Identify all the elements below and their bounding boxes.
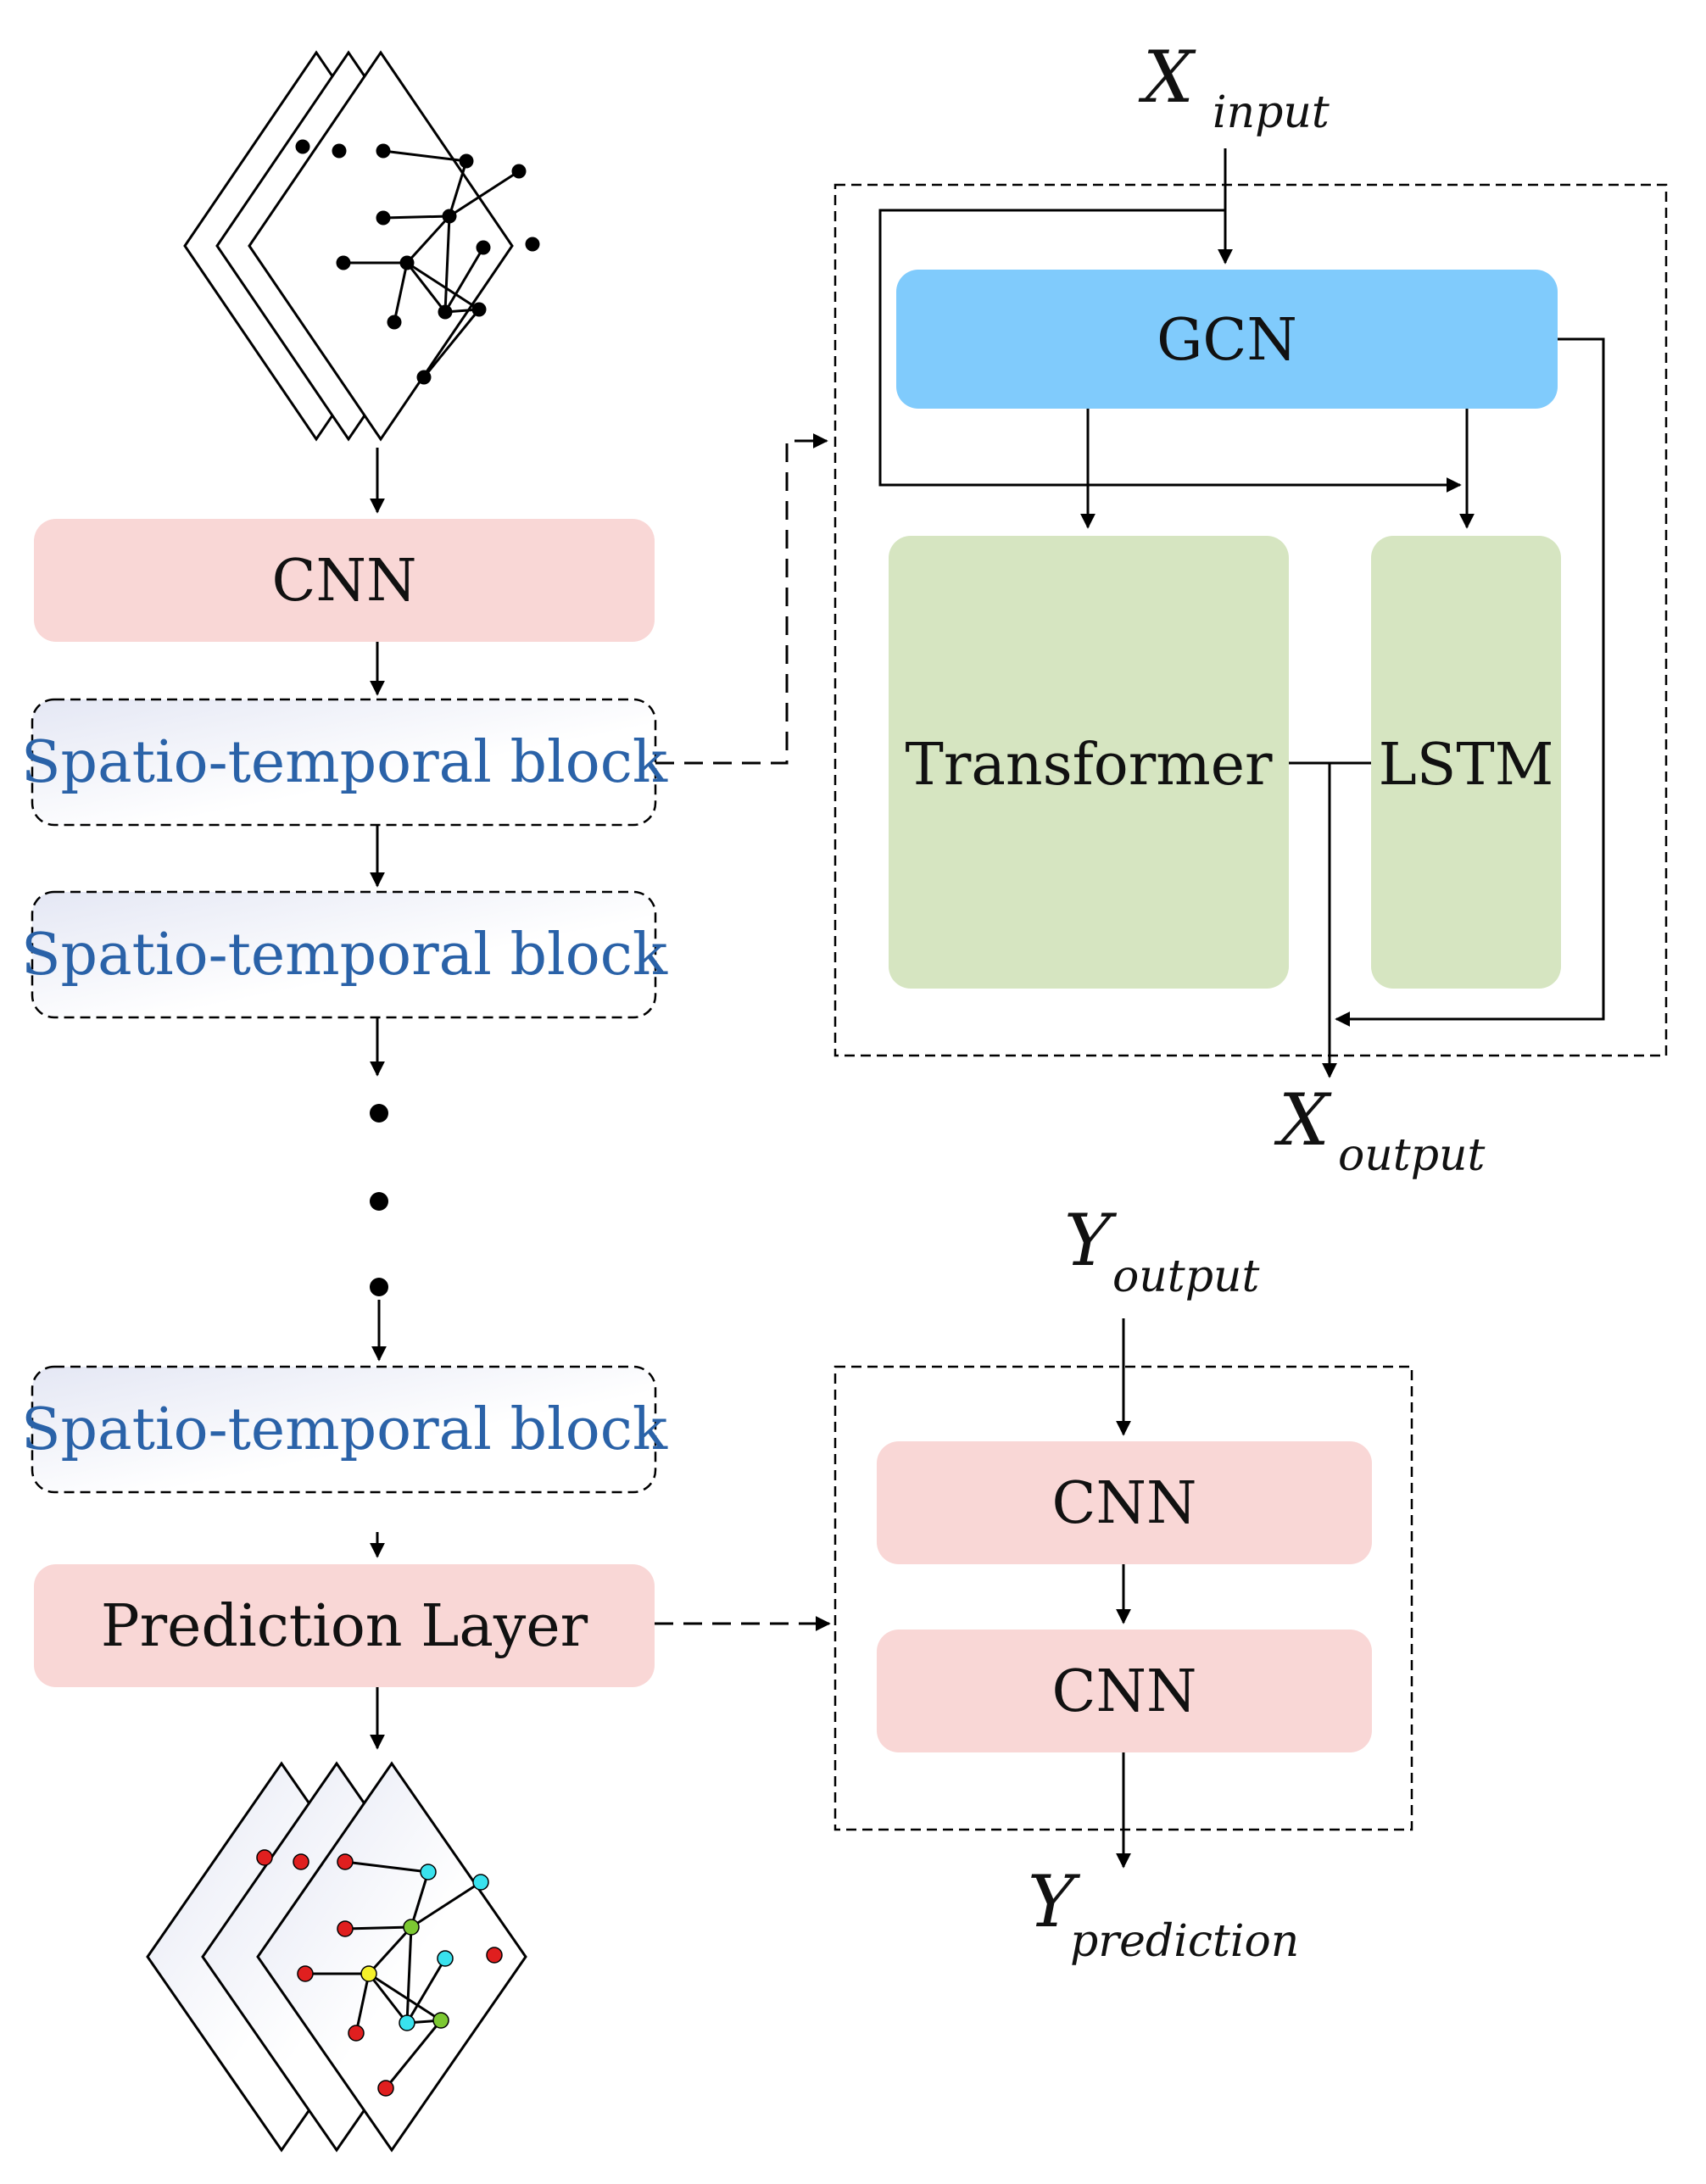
input-graph-edge	[449, 170, 520, 218]
spatio-temporal-block-2[interactable]	[31, 890, 657, 1019]
ellipsis-dot-2	[370, 1192, 388, 1211]
transformer-label: Transformer	[906, 732, 1273, 799]
y-output-symbol: Y	[1064, 1199, 1118, 1282]
input-graph-node	[438, 304, 453, 320]
output-graph-node	[297, 1965, 314, 1982]
spatio-temporal-block-3[interactable]	[31, 1365, 657, 1494]
output-graph-edge	[410, 1880, 482, 1929]
output-graph-edge	[405, 1926, 413, 2024]
prediction-layer-label: Prediction Layer	[101, 1593, 588, 1660]
input-graph-sheet-3	[248, 50, 514, 442]
spatio-temporal-block-3-label: Spatio-temporal block	[21, 1396, 668, 1463]
ellipsis-dot-1	[370, 1104, 388, 1123]
output-graph-edge	[405, 1958, 447, 2024]
output-graph-node	[348, 2025, 365, 2042]
gcn-box[interactable]	[896, 270, 1558, 409]
y-prediction-subscript: prediction	[1070, 1916, 1299, 1967]
input-graph-edge	[405, 214, 451, 265]
output-graph-edge	[354, 1973, 371, 2034]
output-graph-edge	[344, 1860, 429, 1874]
prediction-layer-box[interactable]	[34, 1564, 655, 1687]
ellipsis-dot-3	[370, 1278, 388, 1296]
output-graph-edge	[384, 2020, 443, 2089]
output-graph-edge	[368, 1972, 442, 2022]
y-output-subscript: output	[1112, 1251, 1259, 1302]
residual-connection-gcn-to-output	[1335, 337, 1605, 1027]
input-graph-node	[525, 237, 540, 252]
output-graph-stack	[146, 1761, 527, 2153]
input-graph-edge	[443, 215, 451, 313]
input-graph-edge	[422, 309, 481, 378]
output-graph-node	[472, 1874, 489, 1891]
output-graph-edge	[344, 1925, 412, 1930]
input-graph-node	[442, 209, 457, 224]
output-graph-node	[256, 1849, 273, 1866]
output-graph-node	[399, 2014, 415, 2031]
x-output-symbol: X	[1274, 1078, 1332, 1162]
prediction-detail: Y output CNN CNN Y prediction	[833, 1199, 1413, 1967]
input-graph-node	[387, 315, 402, 330]
cnn-2-label: CNN	[1051, 1658, 1196, 1725]
output-graph-node	[337, 1853, 354, 1870]
output-graph-node	[420, 1864, 437, 1880]
input-graph-node	[399, 255, 415, 270]
output-graph-node	[486, 1947, 503, 1964]
output-graph-node	[337, 1920, 354, 1937]
output-graph-edge	[410, 1871, 430, 1928]
input-graph-node	[332, 143, 347, 159]
y-prediction-symbol: Y	[1028, 1860, 1081, 1943]
input-graph-edge	[448, 160, 468, 217]
dashed-connector-block-to-detail	[655, 433, 828, 765]
cnn-1-box[interactable]	[877, 1441, 1372, 1564]
input-graph-node	[376, 210, 391, 226]
input-graph-edge	[443, 247, 485, 313]
input-graph-node	[459, 153, 474, 169]
input-graph-node	[295, 139, 310, 154]
output-graph-node	[432, 2012, 449, 2029]
input-graph-edge	[406, 261, 480, 311]
spatio-temporal-detail-frame	[833, 183, 1668, 1057]
x-input-symbol: X	[1138, 36, 1196, 119]
output-graph-edge	[367, 1925, 413, 1975]
x-input-subscript: input	[1213, 87, 1330, 138]
output-graph-node	[360, 1965, 377, 1982]
input-graph-edge	[382, 214, 450, 220]
skip-connection-input-to-lstm	[878, 209, 1462, 493]
left-column: CNN Spatio-temporal block Spatio-tempora…	[21, 448, 668, 1750]
lstm-label: LSTM	[1379, 732, 1554, 799]
spatio-temporal-detail: X input GCN Transformer LSTM X output	[833, 36, 1668, 1181]
cnn-2-box[interactable]	[877, 1630, 1372, 1752]
output-graph-sheet-3	[256, 1761, 527, 2153]
input-graph-edge	[382, 149, 467, 163]
input-graph-node	[511, 164, 527, 179]
input-graph-edge	[405, 262, 447, 313]
gcn-label: GCN	[1157, 307, 1297, 374]
output-graph-node	[403, 1919, 420, 1936]
input-graph-stack	[183, 50, 540, 442]
output-graph-node	[437, 1950, 454, 1967]
input-graph-node	[471, 302, 487, 317]
output-graph-edge	[367, 1973, 409, 2024]
cnn-box	[34, 519, 655, 642]
cnn-label: CNN	[271, 548, 416, 615]
transformer-box[interactable]	[889, 536, 1289, 989]
spatio-temporal-block-2-label: Spatio-temporal block	[21, 922, 668, 989]
input-graph-node	[476, 240, 491, 255]
input-graph-node	[336, 255, 351, 270]
lstm-box[interactable]	[1371, 536, 1561, 989]
input-graph-node	[376, 143, 391, 159]
output-graph-node	[377, 2080, 394, 2097]
cnn-1-label: CNN	[1051, 1470, 1196, 1537]
output-graph-node	[293, 1853, 309, 1870]
input-graph-node	[416, 370, 432, 385]
spatio-temporal-block-1-label: Spatio-temporal block	[21, 729, 668, 796]
x-output-subscript: output	[1338, 1130, 1485, 1181]
input-graph-edge	[393, 262, 409, 323]
